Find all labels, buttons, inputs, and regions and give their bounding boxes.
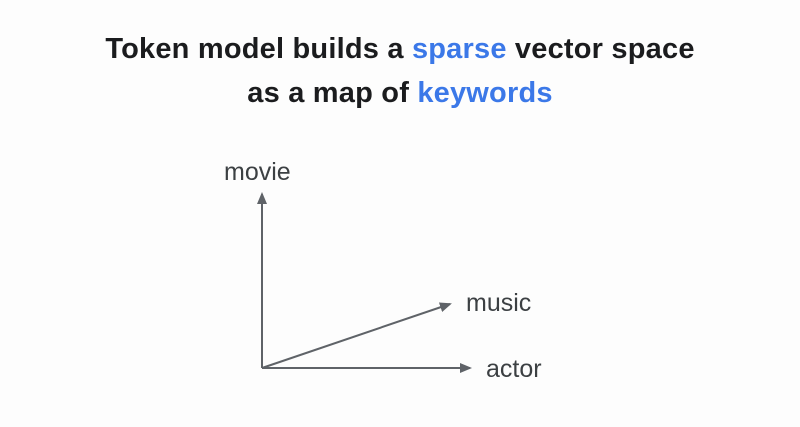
title-line-2: as a map of keywords [0, 71, 800, 115]
title-line1-post: vector space [506, 33, 695, 65]
title-highlight-keywords: keywords [417, 77, 553, 109]
page-title: Token model builds a sparse vector space… [0, 27, 800, 115]
title-line1-pre: Token model builds a [105, 33, 412, 65]
title-line2-pre: as a map of [247, 77, 418, 109]
axis-arrow-music [261, 302, 452, 369]
title-line-1: Token model builds a sparse vector space [0, 27, 800, 71]
title-highlight-sparse: sparse [411, 33, 507, 65]
axis-label-music: music [466, 289, 531, 317]
axis-label-movie: movie [224, 158, 291, 186]
axis-label-actor: actor [486, 355, 542, 383]
